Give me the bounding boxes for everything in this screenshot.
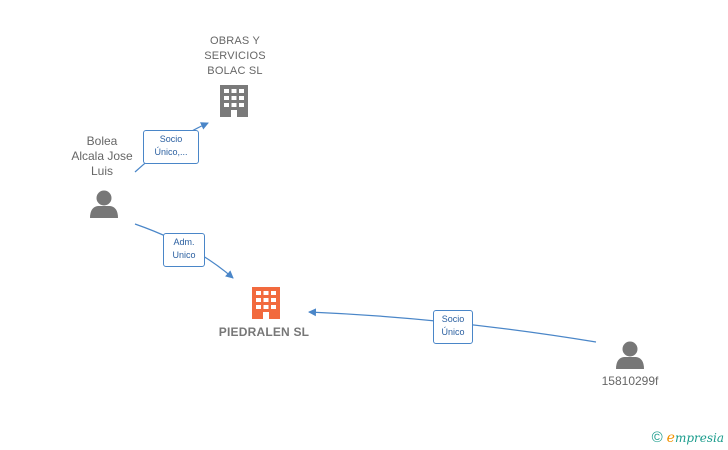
person-label-text: 15810299f — [601, 374, 659, 388]
edge-label-line: Único,... — [154, 147, 188, 157]
edge-label-line: Socio — [159, 134, 183, 144]
edge-label-line: Adm. — [173, 237, 195, 247]
person-label-15810299f[interactable]: 15810299f — [580, 374, 680, 389]
company-label-text: PIEDRALEN SL — [218, 325, 310, 339]
person-label-bolea[interactable]: Bolea Alcala Jose Luis — [50, 134, 154, 179]
edge-label-line: Único — [441, 327, 465, 337]
company-label-line: BOLAC SL — [207, 65, 263, 77]
company-label-line: SERVICIOS — [204, 50, 266, 62]
edge-label-adm-unico[interactable]: Adm. Unico — [163, 233, 205, 267]
edge-label-line: Unico — [172, 250, 196, 260]
company-label-obras[interactable]: OBRAS Y SERVICIOS BOLAC SL — [175, 34, 295, 79]
copyright-icon: © — [651, 429, 663, 446]
company-label-line: OBRAS Y — [209, 35, 261, 47]
edge-label-line: Socio — [441, 314, 465, 324]
person-label-line: Luis — [90, 164, 113, 178]
person-icon[interactable] — [616, 341, 644, 370]
empresia-logo[interactable]: ©empresia — [652, 429, 724, 446]
person-label-line: Bolea — [86, 134, 118, 148]
person-icon[interactable] — [90, 190, 118, 219]
edge-label-socio-unico-2[interactable]: Socio Único — [433, 310, 473, 344]
person-label-line: Alcala Jose — [71, 149, 133, 163]
brand-name: mpresia — [674, 431, 724, 445]
main-building-icon[interactable] — [252, 287, 280, 319]
company-label-piedralen[interactable]: PIEDRALEN SL — [196, 325, 332, 340]
brand-initial: e — [666, 430, 675, 446]
building-icon[interactable] — [220, 85, 248, 117]
edge-label-socio-unico-1[interactable]: Socio Único,... — [143, 130, 199, 164]
